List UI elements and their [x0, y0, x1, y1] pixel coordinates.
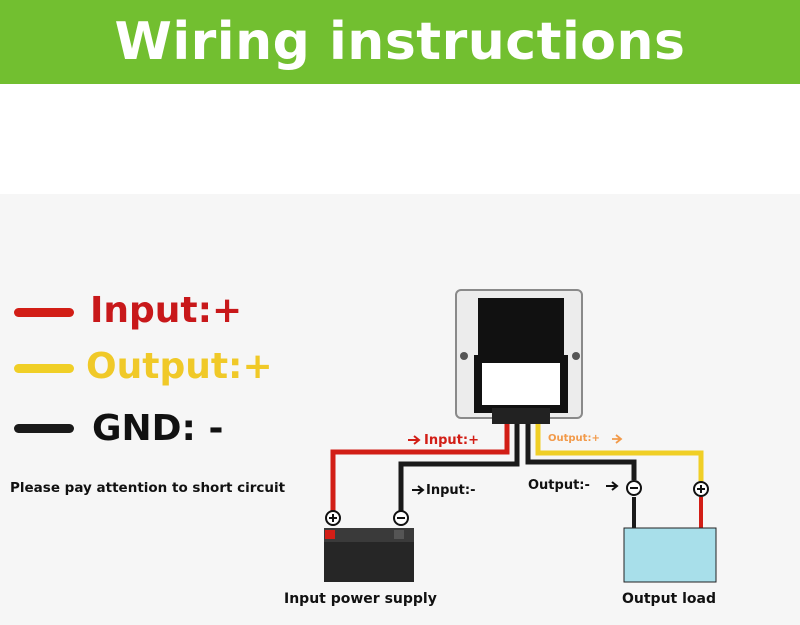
wire-label-input-minus: Input:-: [426, 483, 475, 498]
title-banner: Wiring instructions: [0, 0, 800, 84]
arrow-right-icon: [408, 435, 421, 445]
legend-red-line: [14, 308, 74, 317]
page-title: Wiring instructions: [114, 12, 686, 72]
short-circuit-note: Please pay attention to short circuit: [10, 480, 286, 496]
arrow-right-icon: [606, 481, 619, 491]
wire-label-output-plus: Output:+: [548, 433, 600, 444]
legend-input-plus: Input:+: [90, 290, 243, 331]
converter-module-icon: [455, 289, 583, 424]
blank-band: [0, 84, 800, 194]
plus-terminal-icon: [325, 510, 341, 526]
arrow-right-icon: [612, 434, 623, 444]
wire-label-output-minus: Output:-: [528, 478, 590, 493]
legend-gnd: GND: -: [92, 408, 224, 449]
minus-terminal-icon: [626, 480, 642, 496]
legend-yellow-line: [14, 364, 74, 373]
battery-icon: [324, 528, 414, 582]
minus-terminal-icon: [393, 510, 409, 526]
battery-label: Input power supply: [284, 591, 437, 607]
plus-terminal-icon: [693, 481, 709, 497]
arrow-right-icon: [412, 485, 425, 495]
load-label: Output load: [622, 591, 716, 607]
legend-black-line: [14, 424, 74, 433]
load-icon: [623, 527, 717, 583]
wire-label-input-plus: Input:+: [424, 433, 479, 448]
legend-output-plus: Output:+: [86, 346, 273, 387]
